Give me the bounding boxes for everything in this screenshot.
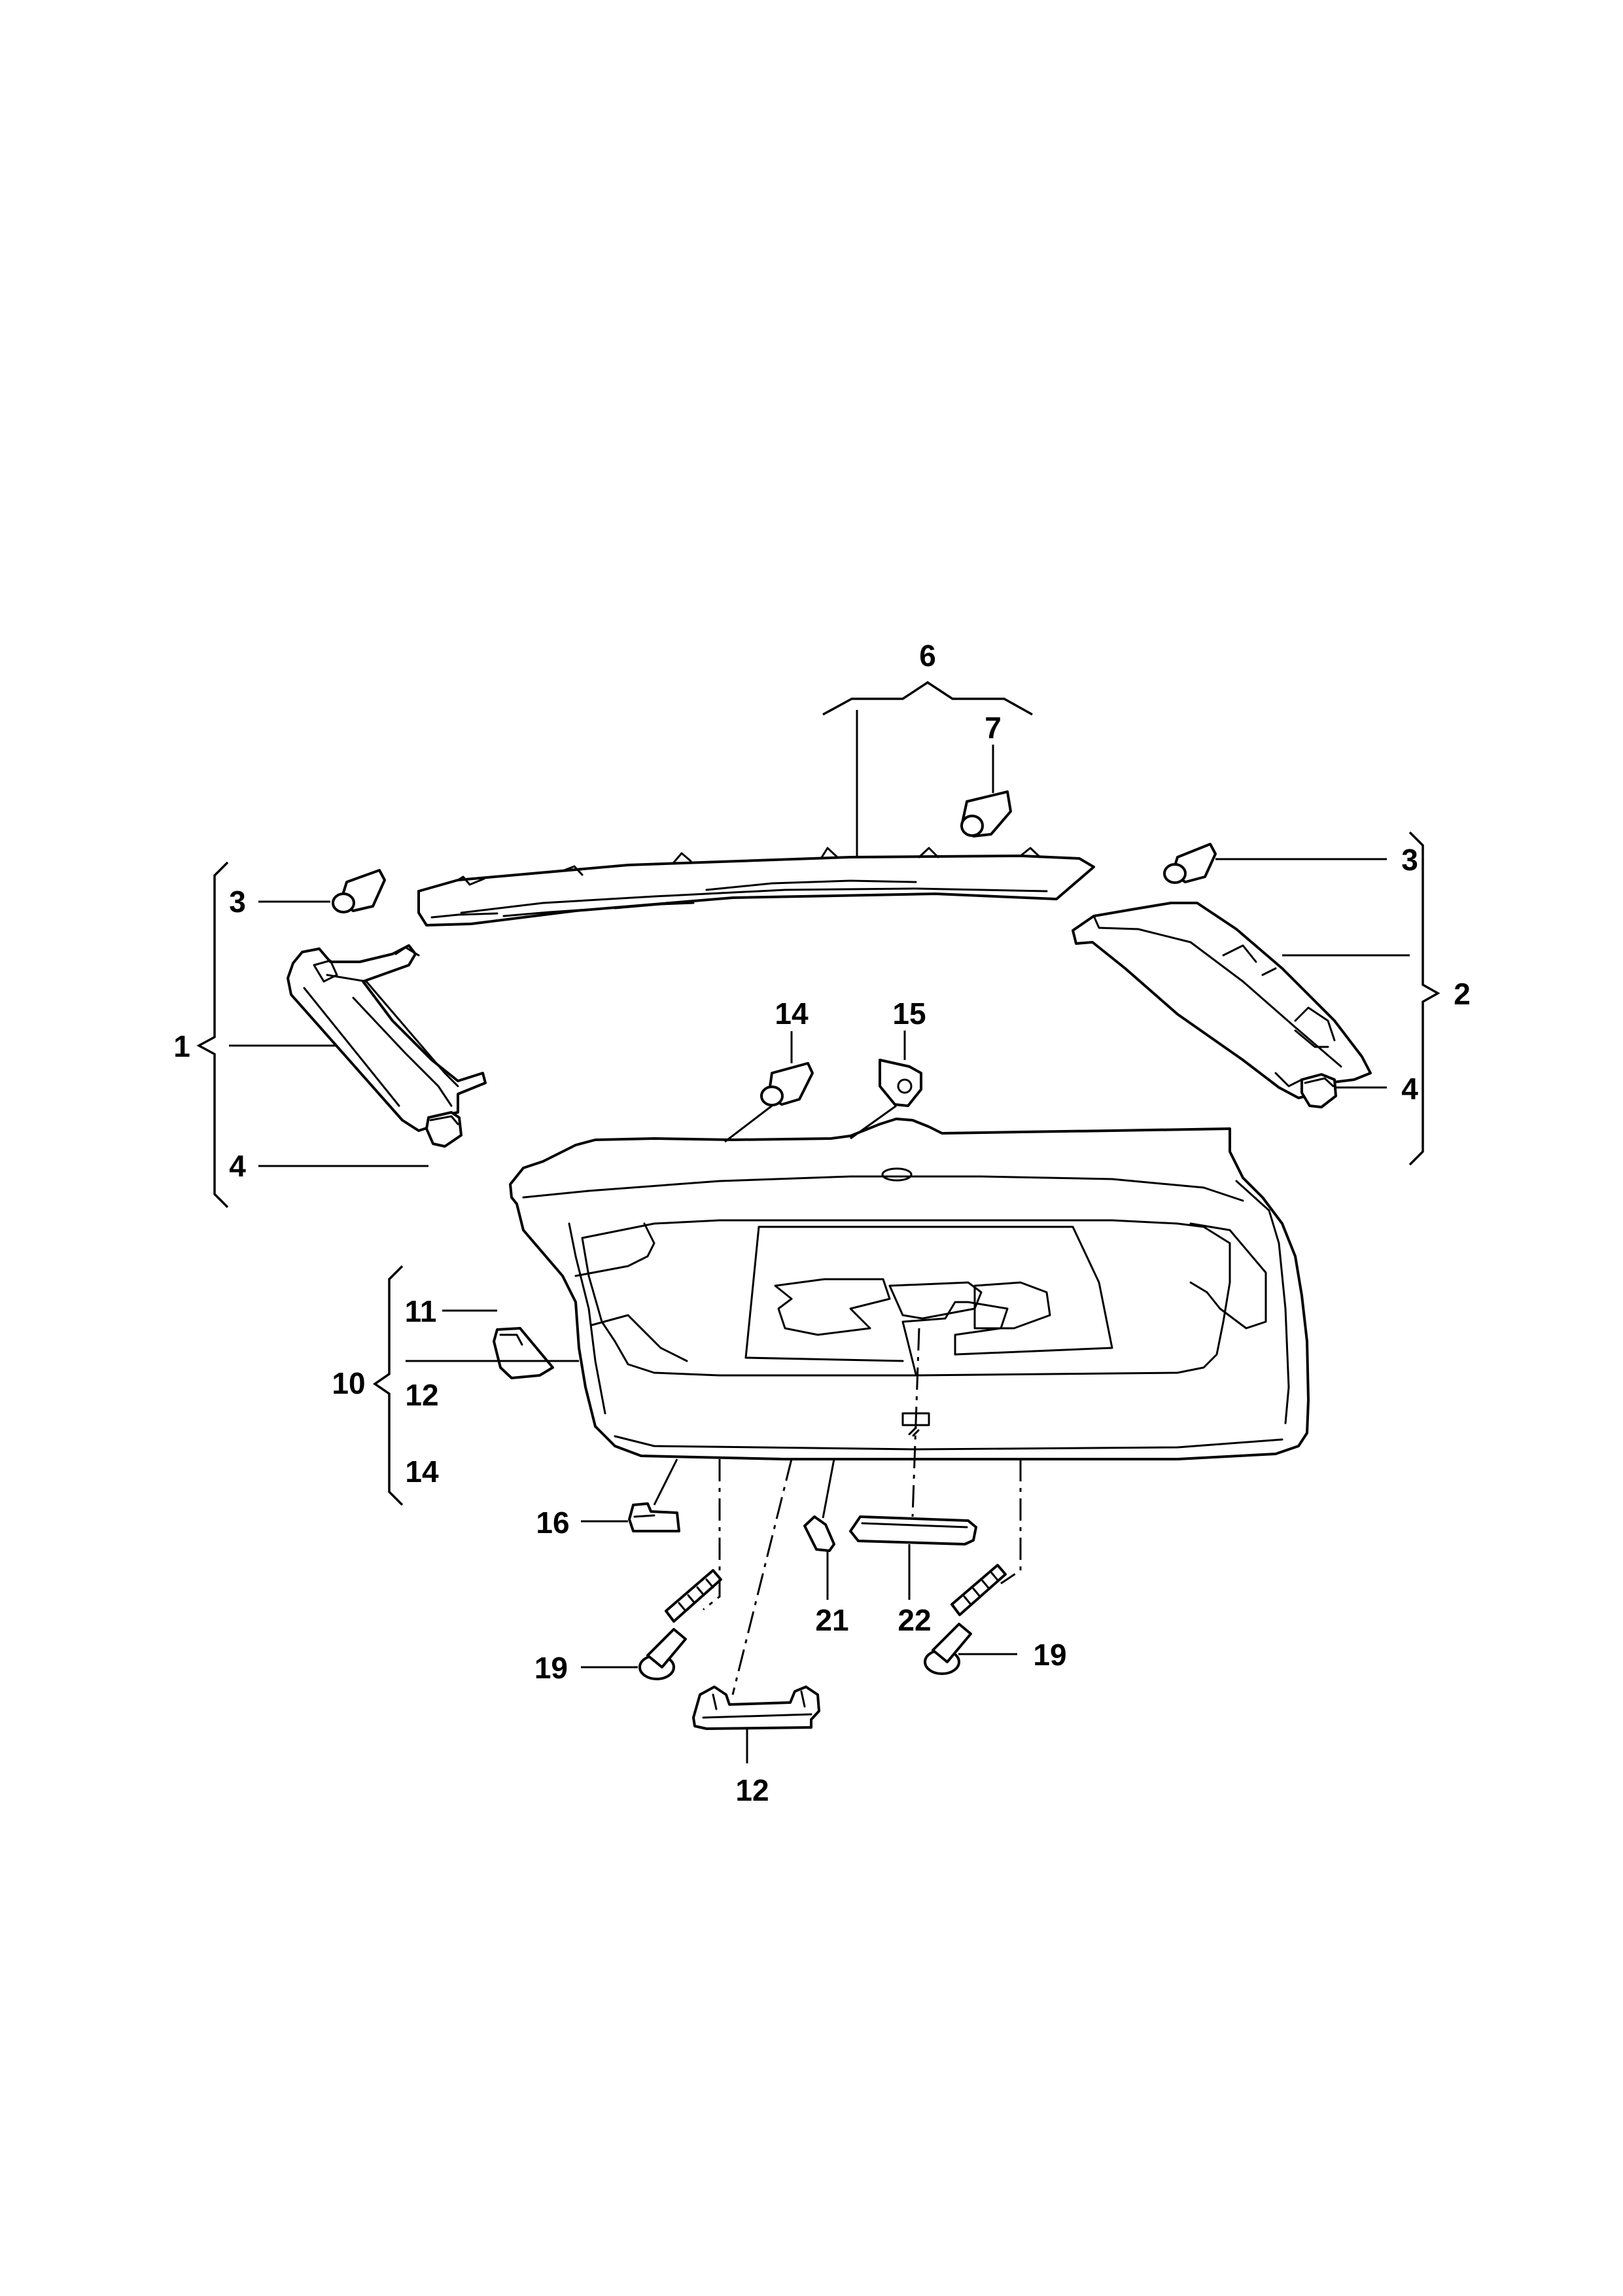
callout-19-right: 19: [1033, 1638, 1066, 1672]
callout-2: 2: [1454, 977, 1471, 1011]
callout-10: 10: [332, 1366, 365, 1400]
assembly-lines: [703, 1328, 1022, 1695]
clip-7: [960, 790, 1012, 838]
callout-21: 21: [815, 1603, 848, 1637]
clip-3-right: [1163, 843, 1217, 884]
cover-strip-22: [849, 1515, 977, 1545]
callout-labels: 6 7 3 3 1 2 14 15 4 4 11 10 12 14 16 21 …: [173, 639, 1471, 1807]
callout-6: 6: [919, 639, 936, 673]
callout-1: 1: [173, 1029, 190, 1063]
plug-21: [803, 1515, 835, 1552]
clip-4-left: [425, 1111, 462, 1148]
callout-19-left: 19: [534, 1651, 568, 1685]
clip-14: [760, 1062, 814, 1106]
callout-3-left: 3: [229, 885, 246, 919]
group-brackets: [196, 680, 1440, 1506]
callout-3-right: 3: [1401, 843, 1418, 877]
callout-7: 7: [985, 711, 1002, 745]
trim-piece-11: [493, 1327, 554, 1379]
clip-4-right: [1300, 1073, 1337, 1108]
screw-19-right: [924, 1564, 1007, 1675]
callout-11: 11: [405, 1294, 437, 1328]
handle-12: [692, 1686, 820, 1730]
callout-4-left: 4: [229, 1149, 246, 1183]
tailgate-inner-panel: [509, 1118, 1310, 1460]
callout-14-clip: 14: [775, 997, 809, 1031]
callout-14-group: 14: [405, 1455, 439, 1489]
clip-3-left: [332, 869, 386, 913]
callout-15: 15: [892, 997, 926, 1031]
leader-lines: [229, 710, 1410, 1763]
callout-4-right: 4: [1401, 1072, 1418, 1106]
callout-22: 22: [898, 1603, 931, 1637]
upper-trim-panel: [417, 847, 1095, 927]
right-pillar-trim: [1072, 902, 1372, 1099]
clip-16: [628, 1502, 680, 1532]
nut-15: [879, 1059, 922, 1107]
callout-16: 16: [536, 1506, 569, 1540]
callout-12-group: 12: [405, 1378, 438, 1412]
callout-12-handle: 12: [735, 1773, 769, 1807]
left-pillar-trim: [287, 944, 487, 1132]
screw-19-left: [638, 1569, 722, 1680]
